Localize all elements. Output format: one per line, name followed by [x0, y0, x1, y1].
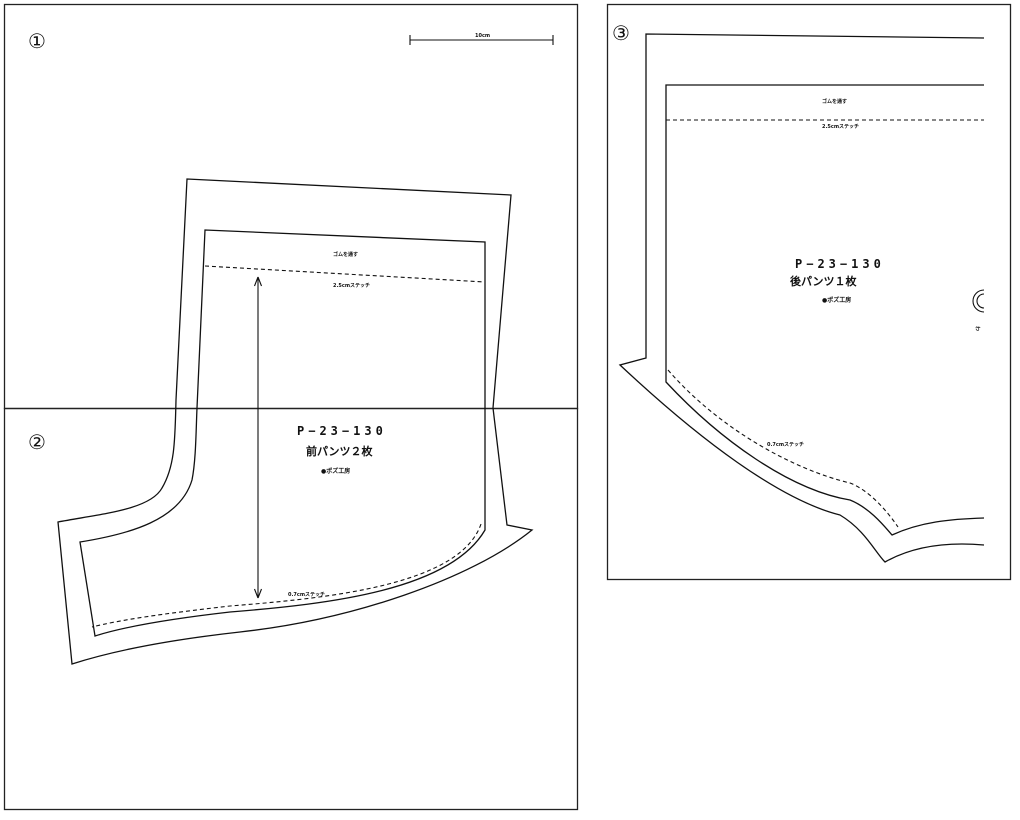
back-waist-stitch-label: 2.5cmステッチ [822, 124, 859, 130]
front-crotch-stitch-label: 0.7cmステッチ [288, 592, 325, 598]
back-brand: ●ポズ工房 [822, 296, 851, 304]
back-waist-note: ゴムを通す [822, 98, 847, 105]
scale-bar-label: 10cm [475, 33, 490, 39]
front-pattern-code: P−23−130 [297, 424, 387, 438]
front-cutting-line [57, 178, 534, 665]
back-fold-notch-icon [972, 289, 985, 313]
page-number-3: ③ [612, 21, 630, 45]
page-number-1: ① [28, 29, 46, 53]
front-waist-stitch-label: 2.5cmステッチ [333, 283, 370, 289]
back-crotch-stitch-line [667, 369, 899, 528]
front-piece-name: 前パンツ２枚 [306, 444, 374, 458]
sheet-3-frame [606, 3, 1012, 581]
front-waist-stitch-line [204, 265, 486, 283]
back-pants-piece: ゴムを通す 2.5cmステッチ P−23−130 後パンツ１枚 ●ポズ工房 0.… [618, 33, 985, 563]
scale-bar: 10cm [409, 33, 554, 45]
front-seam-line [79, 229, 486, 637]
back-pattern-code: P−23−130 [795, 257, 885, 271]
page-number-2: ② [28, 430, 46, 454]
front-brand: ●ポズ工房 [321, 467, 350, 475]
front-pants-piece: ゴムを通す 2.5cmステッチ P−23−130 前パンツ２枚 ●ポズ工房 0.… [57, 178, 534, 665]
back-crotch-stitch-label: 0.7cmステッチ [767, 442, 804, 448]
back-piece-name: 後パンツ１枚 [790, 274, 858, 288]
back-fold-note: わ [974, 326, 981, 331]
back-cutting-line [618, 33, 985, 563]
back-seam-line [665, 84, 985, 536]
sheet-1-frame [3, 3, 579, 410]
front-waist-note: ゴムを通す [333, 251, 358, 258]
front-grain-arrow [253, 276, 263, 599]
front-crotch-stitch-line [91, 523, 482, 628]
sheet-2-frame [3, 407, 579, 811]
